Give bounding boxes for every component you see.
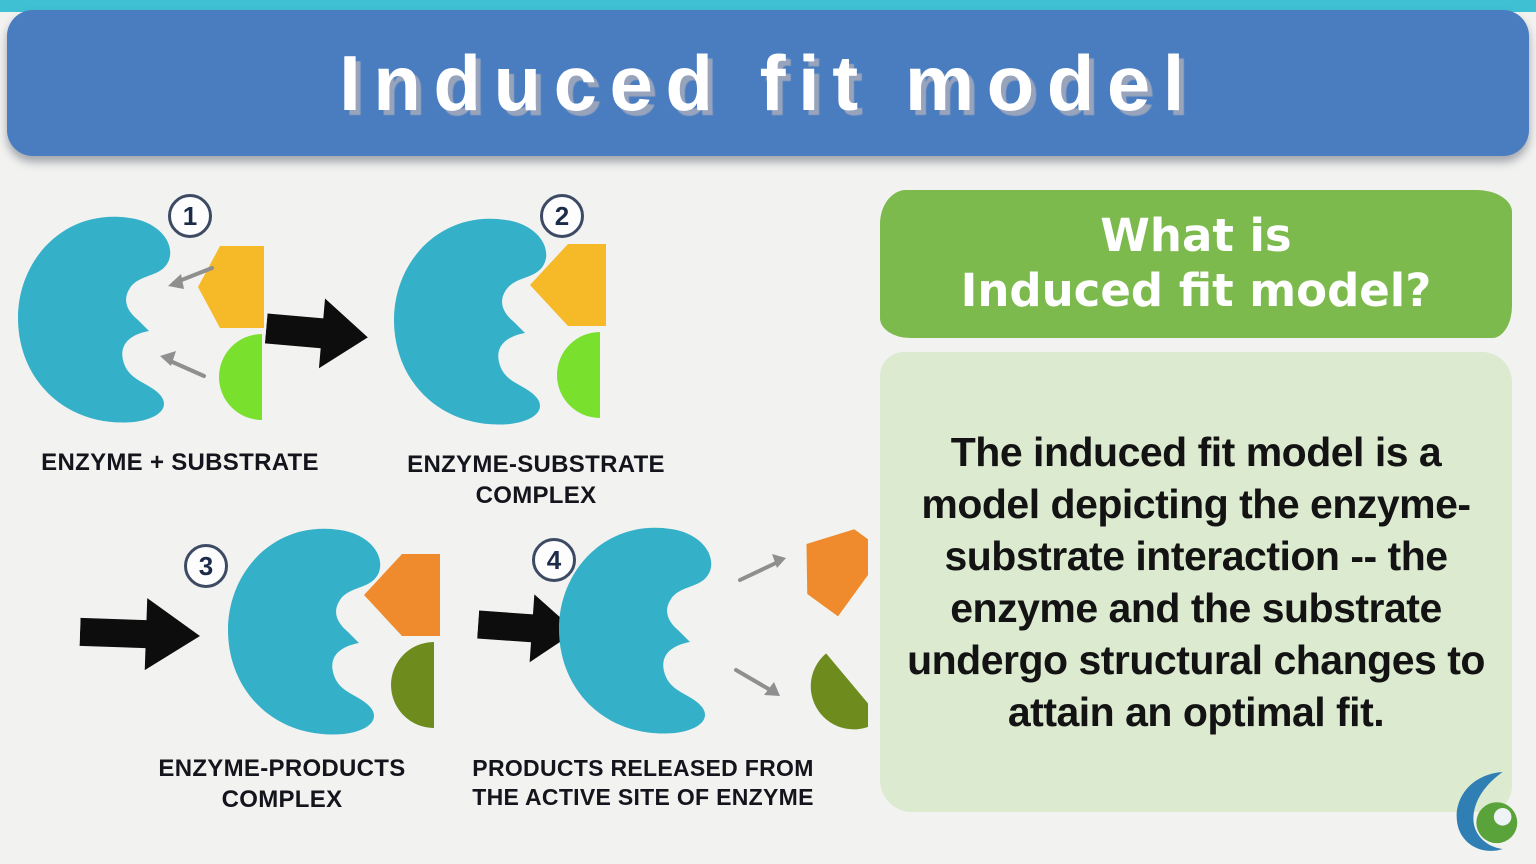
substrate-pentagon [198, 246, 264, 328]
step-1-label: ENZYME + SUBSTRATE [41, 449, 319, 476]
transition-arrow-2 [79, 598, 200, 671]
step-4-badge: 4 [532, 538, 576, 582]
product-semicircle [391, 642, 434, 728]
step-2-badge: 2 [540, 194, 584, 238]
title-banner: Induced fit model [7, 10, 1529, 156]
release-arrowhead-top [772, 554, 786, 568]
step-1-badge: 1 [168, 194, 212, 238]
transition-arrow-3 [477, 594, 576, 663]
step-2-diagram [394, 218, 606, 425]
substrate-semicircle [219, 334, 262, 420]
released-pentagon [806, 529, 868, 617]
answer-text: The induced fit model is a model depicti… [907, 428, 1485, 736]
transition-arrow-1 [264, 298, 368, 369]
released-semicircle [810, 653, 868, 730]
release-arrowhead-bottom [764, 682, 780, 696]
product-pentagon [364, 554, 440, 636]
top-accent-strip [0, 0, 1536, 12]
step-3-number: 3 [198, 550, 214, 581]
brand-logo-icon [1456, 771, 1518, 851]
enzyme-shape [228, 528, 381, 735]
enzyme-shape [559, 527, 712, 734]
step-3-diagram [228, 528, 440, 735]
step-1-number: 1 [182, 200, 198, 231]
enzyme-shape [18, 216, 171, 423]
substrate-pentagon [530, 244, 606, 326]
step-4-label: PRODUCTS RELEASED FROM THE ACTIVE SITE O… [472, 755, 814, 811]
enzyme-shape [394, 218, 547, 425]
page-title: Induced fit model [339, 38, 1197, 127]
release-arrow-bottom [734, 668, 774, 693]
step-3-badge: 3 [184, 544, 228, 588]
step-1-diagram [18, 216, 264, 423]
answer-panel: The induced fit model is a model depicti… [880, 352, 1512, 812]
guide-arrow-bottom [166, 358, 206, 378]
step-2-label: ENZYME-SUBSTRATE COMPLEX [407, 451, 665, 509]
step-4-number: 4 [546, 544, 562, 575]
step-3-label: ENZYME-PRODUCTS COMPLEX [158, 755, 406, 813]
guide-arrowhead-bottom [160, 351, 176, 366]
question-line-1: What is [1100, 209, 1292, 263]
release-arrow-top [738, 560, 780, 582]
step-4-diagram [559, 527, 868, 734]
question-line-2: Induced fit model? [960, 264, 1432, 317]
question-banner: What is Induced fit model? [880, 190, 1512, 338]
step-2-number: 2 [554, 200, 570, 231]
guide-arrowhead-top [168, 274, 184, 289]
substrate-semicircle [557, 332, 600, 418]
